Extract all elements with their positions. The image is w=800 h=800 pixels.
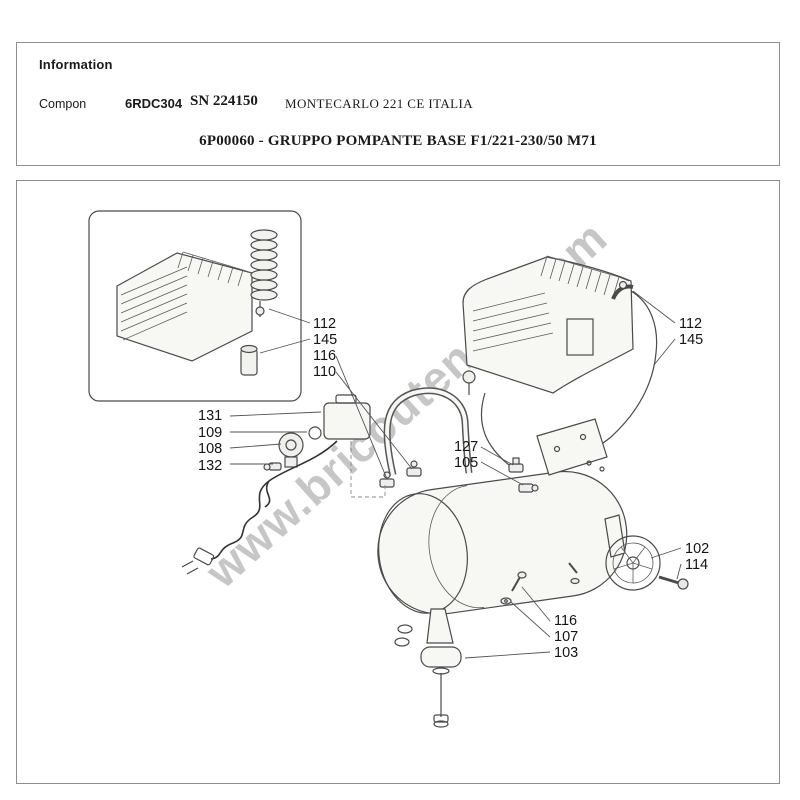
wheel [605, 535, 661, 591]
inset-view [88, 210, 302, 402]
power-plug [181, 547, 215, 575]
pump-side-panel [566, 318, 594, 356]
pump-grille [472, 292, 554, 352]
part-number-label: 112 [313, 316, 336, 332]
part-number-label: 109 [198, 425, 222, 441]
part-number-label: 116 [554, 613, 577, 629]
part-number-label: 114 [685, 557, 708, 573]
pressure-regulator [278, 432, 304, 468]
foot-washer [500, 597, 512, 605]
inset-small-cylinder [240, 344, 258, 376]
power-cable [181, 440, 338, 575]
part-number-label: 102 [685, 541, 709, 557]
part-number-label: 131 [198, 408, 222, 424]
part-number-label: 145 [313, 332, 337, 348]
pump-unit [462, 255, 658, 466]
axle-screw [658, 575, 689, 590]
leader-lines [229, 290, 682, 659]
part-number-label: 103 [554, 645, 578, 661]
header-row: Compon 6RDC304 SN 224150 MONTECARLO 221 … [17, 93, 779, 115]
part-number-label: 110 [313, 364, 336, 380]
inset-fins [177, 251, 253, 287]
pump-outlet-hose [480, 392, 510, 466]
part-number-label: 105 [454, 455, 478, 471]
callout-labels: 112 145 116 110 131 109 108 132 127 105 … [198, 316, 709, 661]
handle-tube [383, 387, 473, 476]
diagram-box: www.bricoutensili.com [16, 180, 780, 784]
foot-screw [511, 571, 527, 592]
nipple-105 [518, 483, 539, 493]
part-number-label: 107 [554, 629, 578, 645]
serial-number: SN 224150 [190, 93, 258, 109]
model-name: MONTECARLO 221 CE ITALIA [285, 96, 474, 111]
check-valve-127 [508, 457, 524, 473]
part-number-label: 127 [454, 439, 478, 455]
part-number-label: 145 [679, 332, 703, 348]
part-number-label: 116 [313, 348, 336, 364]
dashed-reference-line [350, 441, 386, 498]
assembly-subtitle: 6P00060 - GRUPPO POMPANTE BASE F1/221-23… [199, 133, 597, 149]
mounting-bracket [536, 418, 608, 476]
pressure-switch-assembly [263, 394, 386, 498]
part-code: 6RDC304 [125, 96, 183, 111]
elbow-fitting [611, 280, 634, 300]
part-number-label: 132 [198, 458, 222, 474]
inset-valve-fitting [255, 301, 265, 317]
wheel-fasteners [568, 562, 580, 585]
rubber-buffer [420, 646, 462, 668]
header-info-box: Information Compon 6RDC304 SN 224150 MON… [16, 42, 780, 166]
tank-fitting-110 [406, 460, 422, 477]
pump-fins [540, 255, 630, 298]
compon-label: Compon [39, 97, 87, 111]
inset-coil [250, 229, 278, 301]
inset-grille [120, 266, 188, 341]
unloader-fitting [308, 426, 322, 440]
parts-diagram-svg: www.bricoutensili.com [88, 210, 709, 728]
tank [377, 387, 689, 728]
part-number-label: 108 [198, 441, 222, 457]
info-title: Information [39, 57, 113, 72]
air-intake-filter [462, 370, 476, 395]
part-number-label: 112 [679, 316, 702, 332]
front-leg [394, 608, 462, 728]
